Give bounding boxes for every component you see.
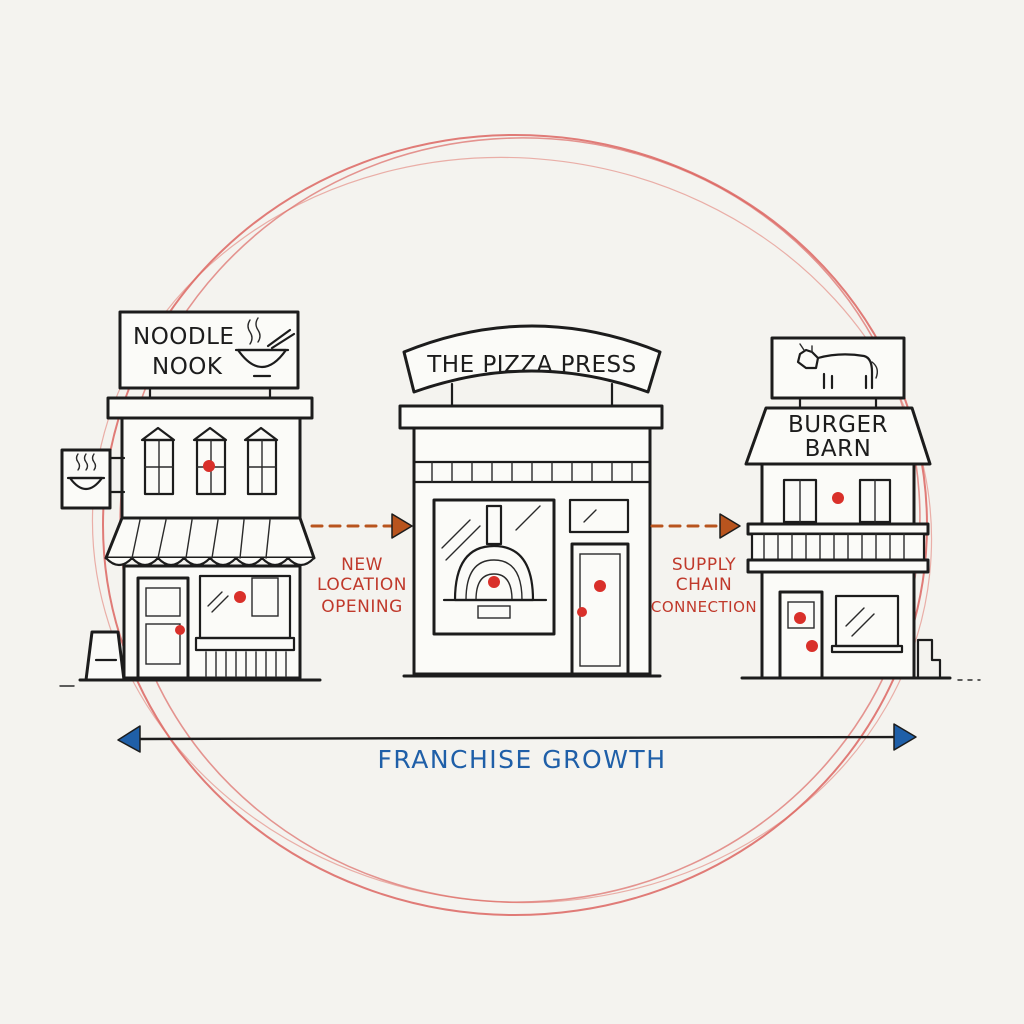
pizza-oven-window bbox=[432, 498, 556, 636]
pizza-press-shop: THE PIZZA PRESS bbox=[398, 324, 664, 678]
connection-arrow-2 bbox=[650, 513, 741, 539]
connection-label-2-line3: CONNECTION bbox=[651, 598, 757, 616]
connection-label-2-line1: SUPPLY bbox=[672, 555, 736, 575]
burger-barn-balcony bbox=[746, 522, 930, 574]
connection-label-2-line2: CHAIN bbox=[676, 575, 733, 595]
noodle-nook-a-frame-sign bbox=[84, 630, 126, 682]
cow-icon bbox=[796, 343, 879, 390]
connection-label-1: NEW LOCATION OPENING bbox=[317, 555, 407, 617]
noodle-nook-side-sign bbox=[60, 448, 126, 510]
connection-label-1-line1: NEW bbox=[341, 555, 383, 575]
burger-barn-door bbox=[778, 590, 824, 680]
noodle-nook-name-line2: NOOK bbox=[152, 354, 223, 380]
noodle-nook-dot-door bbox=[175, 625, 185, 635]
connection-label-2: SUPPLY CHAIN CONNECTION bbox=[651, 555, 757, 616]
noodle-nook-dot-window bbox=[234, 591, 246, 603]
franchise-growth-arrow bbox=[117, 723, 917, 753]
noodle-nook-dot-upper bbox=[203, 460, 215, 472]
noodle-nook-name-line1: NOODLE bbox=[133, 324, 234, 350]
pizza-press-name: THE PIZZA PRESS bbox=[426, 352, 636, 378]
noodle-nook-shop: NOODLE NOOK bbox=[60, 310, 316, 682]
burger-barn-shop: BURGER BARN bbox=[740, 336, 981, 681]
noodle-bowl-icon bbox=[234, 317, 296, 378]
noodle-nook-sign: NOODLE NOOK bbox=[118, 310, 300, 402]
pizza-press-dot-door-lower bbox=[577, 607, 587, 617]
pizza-press-dot-oven bbox=[488, 576, 500, 588]
burger-barn-roof bbox=[744, 406, 932, 466]
burger-barn-dot-door-lower bbox=[806, 640, 818, 652]
burger-barn-name-line1: BURGER bbox=[788, 412, 888, 438]
pizza-press-sign: THE PIZZA PRESS bbox=[402, 324, 662, 408]
burger-barn-name-line2: BARN bbox=[805, 436, 872, 462]
burger-barn-dot-door-upper bbox=[794, 612, 806, 624]
noodle-nook-awning bbox=[104, 516, 316, 567]
burger-barn-dot-upper bbox=[832, 492, 844, 504]
franchise-growth-label: FRANCHISE GROWTH bbox=[378, 745, 667, 774]
pizza-press-dot-door-upper bbox=[594, 580, 606, 592]
connection-arrow-1 bbox=[310, 513, 413, 539]
burger-barn-top-sign bbox=[770, 336, 906, 410]
connection-label-1-line3: OPENING bbox=[321, 597, 403, 617]
connection-label-1-line2: LOCATION bbox=[317, 575, 407, 595]
